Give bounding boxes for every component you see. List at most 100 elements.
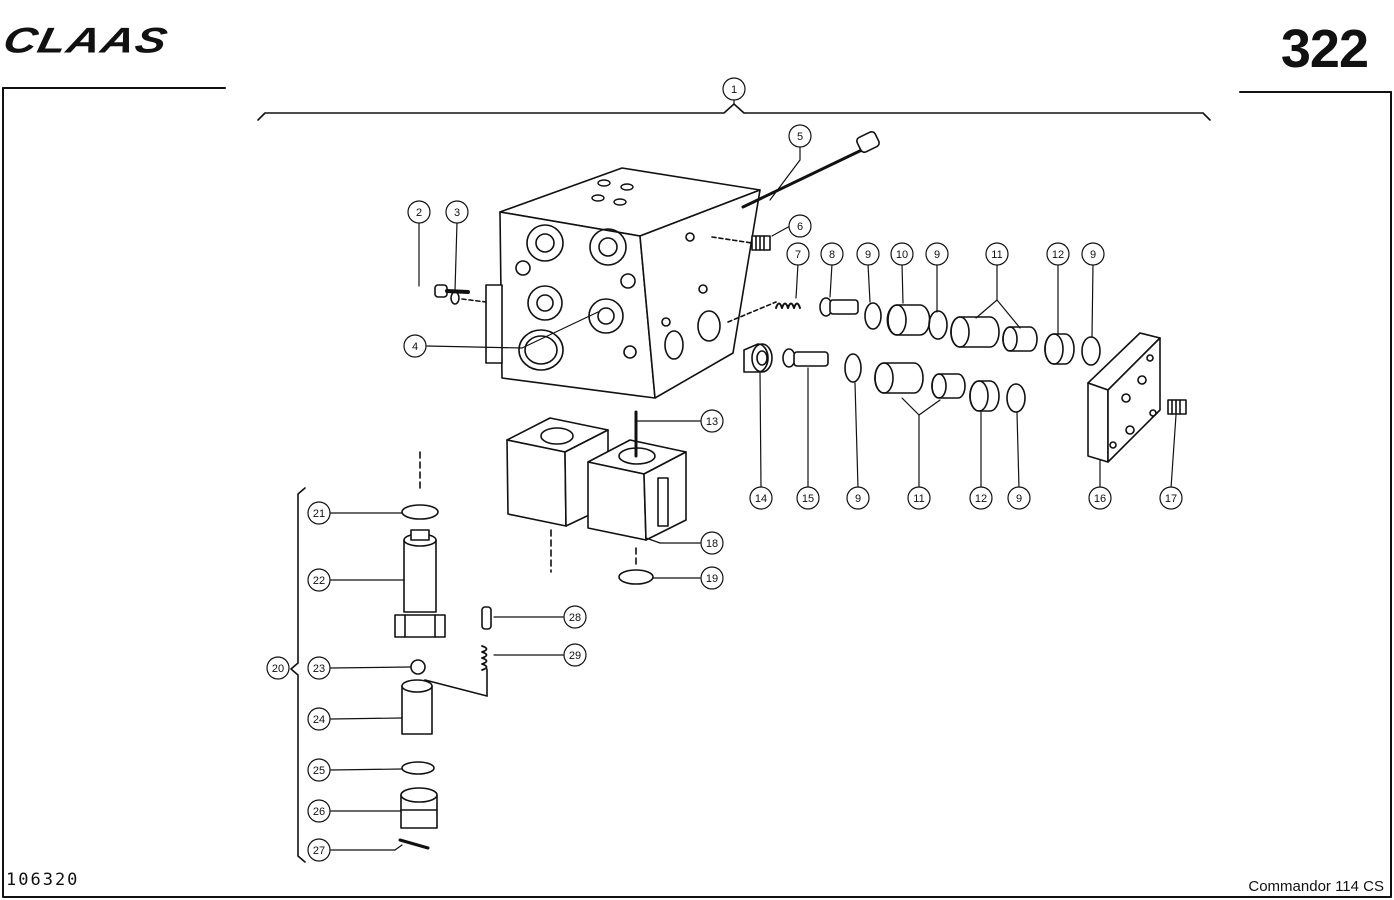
callout-8: 8	[820, 242, 844, 266]
callout-21: 21	[307, 501, 331, 525]
page-number: 322	[1280, 19, 1369, 79]
callout-13: 13	[700, 409, 724, 433]
callout-number: 26	[313, 806, 325, 818]
callout-circle	[407, 200, 431, 224]
callout-9: 9	[925, 242, 949, 266]
callout-circle	[1046, 242, 1070, 266]
callout-14: 14	[749, 486, 773, 510]
callout-circle	[788, 124, 812, 148]
callout-7: 7	[786, 242, 810, 266]
callout-circle	[1007, 486, 1031, 510]
page-frame	[2, 87, 1392, 898]
callout-17: 17	[1159, 486, 1183, 510]
callout-circle	[796, 486, 820, 510]
callout-circle	[1088, 486, 1112, 510]
callout-29: 29	[563, 643, 587, 667]
callout-number: 13	[706, 416, 718, 428]
callout-number: 4	[412, 341, 418, 353]
callout-11: 11	[907, 486, 931, 510]
callout-4: 4	[403, 334, 427, 358]
callout-number: 25	[313, 765, 325, 777]
callout-circle	[1159, 486, 1183, 510]
callout-number: 27	[313, 845, 325, 857]
assembly-bracket	[257, 103, 1211, 121]
callout-circle	[788, 214, 812, 238]
callout-number: 8	[829, 249, 835, 261]
callout-circle	[722, 77, 746, 101]
callout-1: 1	[722, 77, 746, 101]
callout-circle	[307, 501, 331, 525]
callout-number: 7	[795, 249, 801, 261]
callout-number: 10	[896, 249, 908, 261]
callout-circle	[749, 486, 773, 510]
callout-number: 3	[454, 207, 460, 219]
callout-number: 9	[1016, 493, 1022, 505]
group-bracket	[290, 487, 306, 863]
callout-9: 9	[846, 486, 870, 510]
callout-number: 11	[913, 493, 924, 505]
callout-circle	[985, 242, 1009, 266]
callout-circle	[1081, 242, 1105, 266]
callout-number: 16	[1094, 493, 1106, 505]
callout-circle	[266, 656, 290, 680]
callout-number: 22	[313, 575, 325, 587]
washer	[450, 291, 487, 305]
callout-26: 26	[307, 799, 331, 823]
callout-9: 9	[1081, 242, 1105, 266]
cover-plug	[1167, 399, 1187, 415]
callout-25: 25	[307, 758, 331, 782]
callout-number: 2	[416, 207, 422, 219]
callout-number: 21	[313, 508, 325, 520]
callout-circle	[700, 531, 724, 555]
callout-number: 9	[934, 249, 940, 261]
callout-number: 14	[755, 493, 767, 505]
callout-28: 28	[563, 605, 587, 629]
callout-24: 24	[307, 707, 331, 731]
callout-circle	[563, 605, 587, 629]
callout-9: 9	[856, 242, 880, 266]
callout-circle	[307, 838, 331, 862]
valve-cartridge	[394, 451, 492, 850]
callout-circle	[307, 568, 331, 592]
callout-3: 3	[445, 200, 469, 224]
callout-9: 9	[1007, 486, 1031, 510]
callout-circle	[820, 242, 844, 266]
solenoid-coils	[506, 410, 687, 585]
callout-circle	[925, 242, 949, 266]
callout-circle	[307, 758, 331, 782]
callout-circle	[700, 566, 724, 590]
callout-number: 9	[1090, 249, 1096, 261]
callout-circle	[307, 799, 331, 823]
threaded-plug	[711, 235, 771, 251]
small-screw	[434, 284, 470, 298]
callout-23: 23	[307, 656, 331, 680]
valve-block	[485, 167, 761, 399]
callout-number: 29	[569, 650, 581, 662]
callout-number: 18	[706, 538, 718, 550]
callout-number: 24	[313, 714, 325, 726]
callout-19: 19	[700, 566, 724, 590]
document-number: 106320	[6, 870, 80, 890]
end-cover	[1087, 332, 1161, 463]
callout-number: 6	[797, 221, 803, 233]
callout-circle	[786, 242, 810, 266]
callout-27: 27	[307, 838, 331, 862]
callout-20: 20	[266, 656, 290, 680]
callout-number: 9	[855, 493, 861, 505]
model-name: Commandor 114 CS	[1248, 878, 1384, 895]
callout-circle	[907, 486, 931, 510]
callout-number: 15	[802, 493, 814, 505]
upper-valve-stack	[727, 297, 1101, 366]
callout-10: 10	[890, 242, 914, 266]
callout-number: 17	[1165, 493, 1177, 505]
callout-12: 12	[1046, 242, 1070, 266]
callout-circle	[846, 486, 870, 510]
callout-circle	[563, 643, 587, 667]
callout-18: 18	[700, 531, 724, 555]
long-bolt	[741, 130, 880, 209]
callout-number: 12	[1052, 249, 1064, 261]
callout-circle	[969, 486, 993, 510]
lower-valve-stack	[743, 343, 1026, 413]
